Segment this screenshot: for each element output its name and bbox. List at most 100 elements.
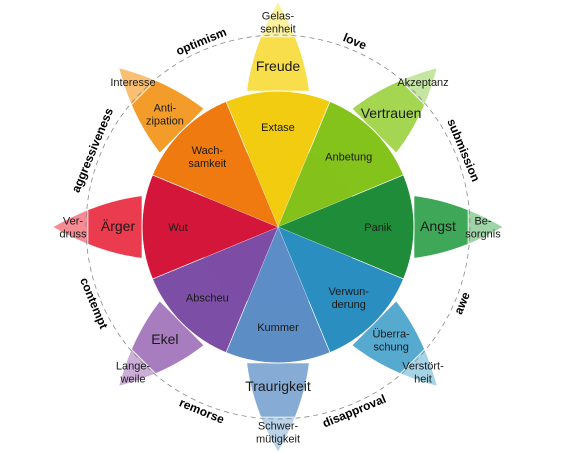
petal-anticipation-middle bbox=[131, 80, 205, 154]
emotion-label-anger-2: Wut bbox=[168, 222, 187, 234]
emotion-label-line: druss bbox=[60, 229, 87, 241]
emotion-label-line: Anbetung bbox=[325, 151, 372, 163]
petal-sadness-middle bbox=[246, 362, 310, 418]
emotion-label-anticipation-0: Interesse bbox=[110, 77, 155, 89]
petal-sadness-outer bbox=[260, 416, 296, 453]
emotion-label-line: Schwer- bbox=[258, 421, 299, 433]
petal-trust-outer bbox=[399, 67, 438, 106]
emotion-label-anger-0: Ver-druss bbox=[60, 216, 87, 241]
petal-anger-core bbox=[198, 196, 278, 258]
emotion-label-anticipation-2: Wach-samkeit bbox=[188, 145, 226, 170]
emotion-label-line: Anti- bbox=[154, 102, 177, 114]
petal-sadness bbox=[225, 226, 331, 453]
petal-anger-middle bbox=[87, 195, 143, 259]
dyad-label-love: love bbox=[341, 30, 369, 52]
emotion-label-line: Lange- bbox=[116, 361, 151, 373]
emotion-label-sadness-1: Traurigkeit bbox=[245, 378, 311, 394]
emotion-label-line: Angst bbox=[420, 218, 456, 234]
emotion-label-line: Freude bbox=[256, 58, 301, 74]
petal-disgust-middle bbox=[131, 300, 205, 374]
dyad-label-aggressiveness: aggressiveness bbox=[69, 106, 117, 195]
emotion-label-line: Panik bbox=[364, 222, 392, 234]
emotion-label-joy-2: Extase bbox=[261, 122, 295, 134]
emotion-label-line: Be- bbox=[474, 216, 491, 228]
emotion-label-line: Ärger bbox=[101, 218, 136, 234]
emotion-label-trust-2: Anbetung bbox=[325, 151, 372, 163]
petal-fear-outer bbox=[467, 209, 504, 245]
emotion-label-line: mütigkeit bbox=[256, 434, 300, 446]
emotion-label-line: Ekel bbox=[151, 331, 178, 347]
emotion-label-surprise-2: Verwun-derung bbox=[329, 286, 370, 311]
emotion-label-line: Überra- bbox=[372, 329, 410, 341]
petal-trust-core bbox=[278, 153, 352, 227]
petal-surprise-core bbox=[278, 227, 352, 301]
dyad-label-optimism: optimism bbox=[174, 25, 229, 58]
petal-surprise-middle bbox=[351, 300, 425, 374]
emotion-label-line: Wach- bbox=[192, 145, 224, 157]
petal-disgust-outer bbox=[118, 348, 157, 387]
emotion-label-line: Verstört- bbox=[402, 361, 444, 373]
emotion-label-line: Gelas- bbox=[262, 11, 295, 23]
dyad-label-disapproval: disapproval bbox=[320, 392, 388, 431]
dyad-label-contempt: contempt bbox=[77, 276, 111, 331]
dyad-label-submission: submission bbox=[444, 117, 482, 184]
emotion-label-anger-1: Ärger bbox=[101, 218, 136, 234]
petal-anticipation-outer bbox=[118, 67, 157, 106]
petal-surprise bbox=[277, 226, 438, 387]
petal-joy-outer bbox=[260, 1, 296, 38]
petal-sadness-core bbox=[247, 227, 309, 307]
emotion-label-line: Extase bbox=[261, 122, 295, 134]
emotion-label-line: Interesse bbox=[110, 77, 155, 89]
petal-fear-core bbox=[278, 196, 358, 258]
emotion-label-line: senheit bbox=[260, 24, 295, 36]
emotion-label-trust-0: Akzeptanz bbox=[397, 77, 448, 89]
emotion-label-line: weile bbox=[119, 374, 145, 386]
emotion-label-disgust-1: Ekel bbox=[151, 331, 178, 347]
emotion-label-line: Ver- bbox=[63, 216, 84, 228]
emotion-label-line: schung bbox=[373, 342, 408, 354]
emotion-label-anticipation-1: Anti-zipation bbox=[146, 102, 184, 127]
emotion-label-fear-2: Panik bbox=[364, 222, 392, 234]
inner-ring-outline bbox=[141, 90, 415, 364]
emotion-label-line: Verwun- bbox=[329, 286, 370, 298]
emotion-label-sadness-0: Schwer-mütigkeit bbox=[256, 421, 300, 446]
petal-joy-core bbox=[247, 147, 309, 227]
emotion-label-line: Traurigkeit bbox=[245, 378, 311, 394]
emotion-label-line: derung bbox=[332, 299, 366, 311]
dyad-label-awe: awe bbox=[451, 290, 473, 317]
emotion-label-line: Akzeptanz bbox=[397, 77, 448, 89]
dyad-label-remorse: remorse bbox=[177, 396, 226, 427]
emotion-label-line: Abscheu bbox=[186, 293, 229, 305]
emotion-label-line: samkeit bbox=[188, 158, 226, 170]
emotion-label-line: Kummer bbox=[257, 322, 299, 334]
dashed-ring bbox=[85, 34, 471, 420]
emotion-label-fear-0: Be-sorgnis bbox=[465, 216, 501, 241]
emotion-label-joy-0: Gelas-senheit bbox=[260, 11, 295, 36]
emotion-label-line: Wut bbox=[168, 222, 187, 234]
emotion-label-surprise-1: Überra-schung bbox=[372, 329, 410, 354]
emotion-label-disgust-2: Abscheu bbox=[186, 293, 229, 305]
emotion-label-line: Vertrauen bbox=[361, 105, 422, 121]
petal-trust-middle bbox=[351, 80, 425, 154]
emotion-label-line: zipation bbox=[146, 115, 184, 127]
petal-surprise-outer bbox=[399, 348, 438, 387]
emotion-label-fear-1: Angst bbox=[420, 218, 456, 234]
petal-disgust-core bbox=[204, 227, 278, 301]
emotion-label-surprise-0: Verstört-heit bbox=[402, 361, 444, 386]
emotion-label-line: sorgnis bbox=[465, 229, 501, 241]
petal-disgust bbox=[118, 226, 279, 387]
petal-anger-outer bbox=[52, 209, 89, 245]
petal-joy-middle bbox=[246, 36, 310, 92]
emotion-label-line: heit bbox=[414, 374, 432, 386]
petal-anticipation-core bbox=[204, 153, 278, 227]
emotion-label-sadness-2: Kummer bbox=[257, 322, 299, 334]
emotion-petals bbox=[52, 1, 504, 453]
petal-anger bbox=[52, 174, 279, 280]
emotion-label-disgust-0: Lange-weile bbox=[116, 361, 151, 386]
emotion-label-trust-1: Vertrauen bbox=[361, 105, 422, 121]
petal-joy bbox=[225, 1, 331, 228]
emotion-label-joy-1: Freude bbox=[256, 58, 301, 74]
petal-fear-middle bbox=[413, 195, 469, 259]
